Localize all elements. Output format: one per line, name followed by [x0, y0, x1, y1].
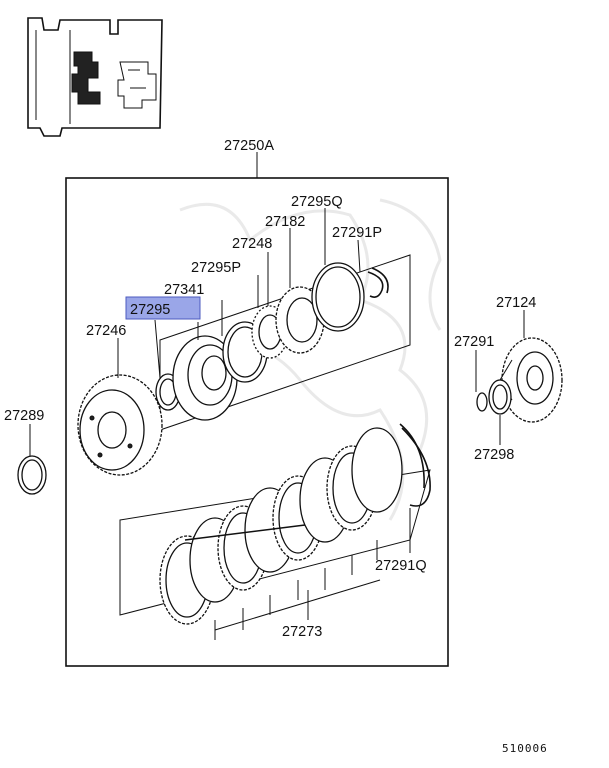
label-27124[interactable]: 27124 — [496, 295, 536, 311]
label-27295Q[interactable]: 27295Q — [291, 194, 343, 210]
assembly-box — [65, 152, 449, 667]
label-27246[interactable]: 27246 — [86, 323, 126, 339]
snap-ring-27291Q — [399, 423, 431, 507]
ring-27295Q — [311, 262, 365, 332]
footer-code: 510006 — [502, 742, 548, 755]
ring-27289 — [17, 455, 47, 495]
label-27250A[interactable]: 27250A — [224, 138, 274, 154]
gear-drum-27246 — [77, 374, 163, 476]
clutch-plates-27273 — [159, 427, 403, 640]
label-27273[interactable]: 27273 — [282, 624, 322, 640]
label-27295P[interactable]: 27295P — [191, 260, 241, 276]
label-27298[interactable]: 27298 — [474, 447, 514, 463]
label-27289[interactable]: 27289 — [4, 408, 44, 424]
snap-ring-27291 — [476, 392, 488, 412]
label-27341[interactable]: 27341 — [164, 282, 204, 298]
label-27295[interactable]: 27295 — [130, 302, 170, 318]
transmission-locator-thumbnail — [27, 17, 163, 137]
label-27182[interactable]: 27182 — [265, 214, 305, 230]
label-27291P[interactable]: 27291P — [332, 225, 382, 241]
highlight-box — [125, 296, 201, 320]
label-27248[interactable]: 27248 — [232, 236, 272, 252]
label-27291Q[interactable]: 27291Q — [375, 558, 427, 574]
label-27291[interactable]: 27291 — [454, 334, 494, 350]
washer-27298 — [488, 379, 512, 415]
snap-ring-27291P — [367, 267, 389, 298]
leader-lines — [29, 208, 525, 620]
hub-27124 — [499, 337, 563, 423]
